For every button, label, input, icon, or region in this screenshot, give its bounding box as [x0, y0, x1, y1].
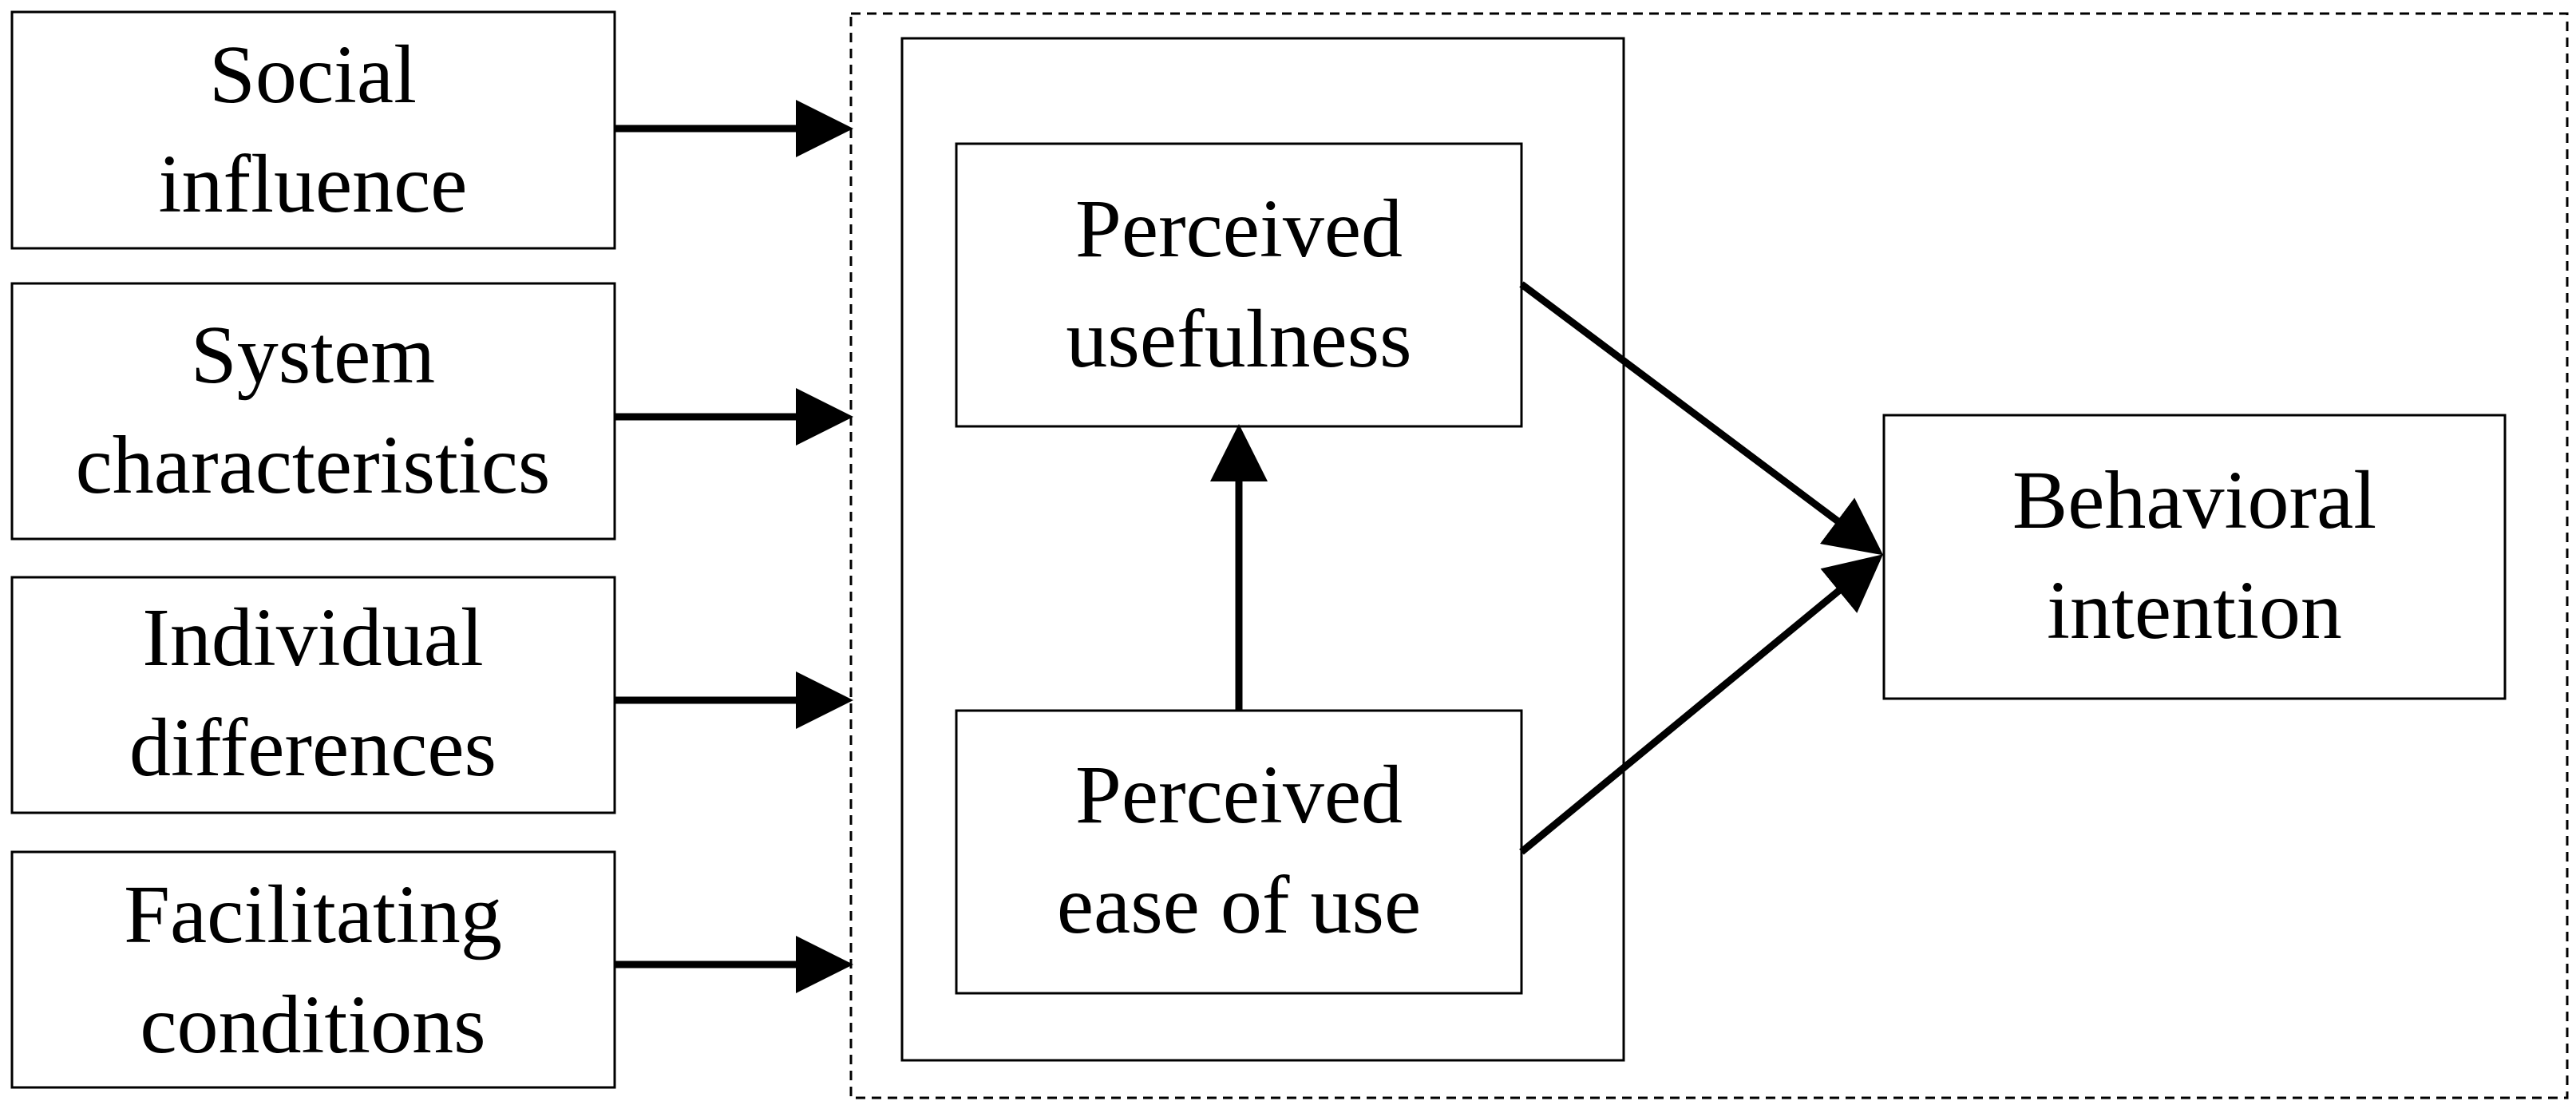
perceived-usefulness-label-2: usefulness: [1066, 293, 1411, 385]
behavioral-intention-label-1: Behavioral: [2012, 454, 2376, 546]
perceived-ease-of-use-label-2: ease of use: [1057, 859, 1421, 951]
system-characteristics-node: System characteristics: [10, 282, 616, 541]
social-influence-label-1: Social: [209, 29, 417, 121]
system-characteristics-label-2: characteristics: [76, 419, 551, 511]
perceived-ease-of-use-label-1: Perceived: [1075, 749, 1403, 841]
individual-differences-label-2: differences: [129, 702, 497, 794]
social-influence-node: Social influence: [10, 10, 616, 250]
system-characteristics-label-1: System: [191, 309, 435, 401]
facilitating-conditions-label-2: conditions: [140, 979, 485, 1071]
perceived-ease-of-use-node: Perceived ease of use: [955, 709, 1523, 995]
arrow-ease-to-intention: [1519, 554, 1883, 855]
social-influence-label-2: influence: [159, 138, 468, 230]
perceived-usefulness-label-1: Perceived: [1075, 183, 1403, 275]
behavioral-intention-node: Behavioral intention: [1882, 414, 2507, 700]
facilitating-conditions-label-1: Facilitating: [124, 869, 502, 961]
perceived-usefulness-node: Perceived usefulness: [955, 142, 1523, 428]
arrow-usefulness-to-intention: [1519, 281, 1884, 556]
behavioral-intention-label-2: intention: [2047, 564, 2342, 656]
facilitating-conditions-node: Facilitating conditions: [10, 850, 616, 1089]
individual-differences-node: Individual differences: [10, 576, 616, 814]
external-variables-boundary: [849, 12, 2569, 1099]
individual-differences-label-1: Individual: [142, 592, 483, 683]
